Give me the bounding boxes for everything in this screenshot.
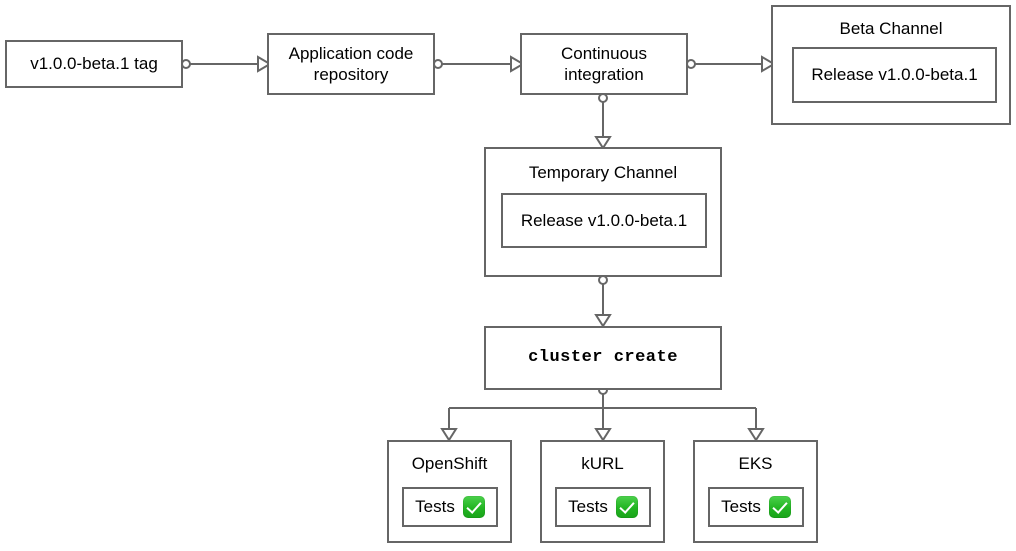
node-continuous-integration[interactable]: Continuous integration [520, 33, 688, 95]
edge-cluster-create-to-platforms [440, 385, 765, 442]
node-temporary-channel-title: Temporary Channel [528, 163, 678, 182]
green-check-icon [462, 496, 485, 518]
node-beta-channel[interactable]: Beta Channel Release v1.0.0-beta.1 [771, 5, 1011, 125]
node-eks-tests[interactable]: Tests [708, 487, 804, 527]
node-cluster-create[interactable]: cluster create [484, 326, 722, 390]
edge-repo-to-ci [433, 55, 525, 73]
node-openshift-title: OpenShift [411, 454, 488, 473]
node-openshift[interactable]: OpenShift Tests [387, 440, 512, 543]
node-application-code-repository-label: Application code repository [288, 43, 414, 84]
node-continuous-integration-label: Continuous integration [560, 43, 647, 84]
node-temporary-channel-release[interactable]: Release v1.0.0-beta.1 [501, 193, 707, 248]
node-kurl-tests-label: Tests [568, 497, 608, 517]
node-application-code-repository[interactable]: Application code repository [267, 33, 435, 95]
edge-ci-to-beta-channel [686, 55, 776, 73]
node-temporary-channel[interactable]: Temporary Channel Release v1.0.0-beta.1 [484, 147, 722, 277]
node-cluster-create-label: cluster create [528, 348, 678, 368]
node-openshift-tests-label: Tests [415, 497, 455, 517]
node-eks[interactable]: EKS Tests [693, 440, 818, 543]
edge-ci-to-temporary-channel [594, 93, 612, 150]
node-version-tag-label: v1.0.0-beta.1 tag [30, 54, 158, 74]
green-check-icon [615, 496, 638, 518]
node-eks-title: EKS [738, 454, 773, 473]
node-kurl-tests[interactable]: Tests [555, 487, 651, 527]
node-eks-tests-label: Tests [721, 497, 761, 517]
node-temporary-channel-release-label: Release v1.0.0-beta.1 [520, 210, 688, 230]
node-beta-channel-release[interactable]: Release v1.0.0-beta.1 [792, 47, 997, 103]
edge-tag-to-repo [181, 55, 272, 73]
green-check-icon [768, 496, 791, 518]
node-kurl[interactable]: kURL Tests [540, 440, 665, 543]
node-kurl-title: kURL [581, 454, 624, 473]
node-beta-channel-release-label: Release v1.0.0-beta.1 [811, 65, 978, 85]
node-beta-channel-title: Beta Channel [839, 19, 943, 38]
edge-temporary-channel-to-cluster-create [594, 275, 612, 328]
node-version-tag[interactable]: v1.0.0-beta.1 tag [5, 40, 183, 88]
node-openshift-tests[interactable]: Tests [402, 487, 498, 527]
